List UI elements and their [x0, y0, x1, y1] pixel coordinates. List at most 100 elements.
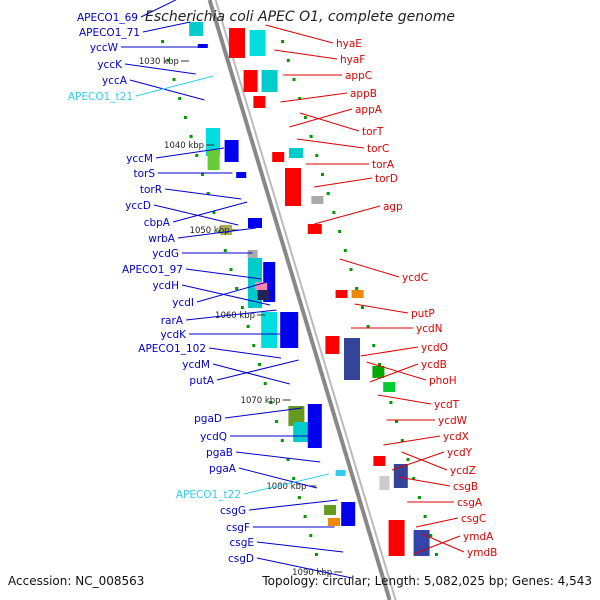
tick-track-left	[275, 420, 279, 423]
tick-track-left	[201, 173, 204, 176]
gene-label-left: yccK	[97, 59, 123, 71]
gene-leader-left	[208, 347, 282, 359]
tick-track-left	[235, 287, 239, 290]
gene-leader-left	[177, 227, 257, 239]
gene-feature	[236, 172, 247, 178]
gene-leader-right	[377, 394, 432, 405]
gene-feature	[272, 152, 285, 162]
tick-track-right	[292, 78, 296, 81]
gene-feature	[393, 464, 408, 488]
gene-label-left: csgE	[229, 537, 254, 549]
tick-track-right	[423, 515, 427, 518]
gene-label-right: appC	[345, 70, 372, 82]
gene-feature	[257, 290, 270, 300]
tick-track-left	[166, 59, 170, 62]
tick-track-left	[206, 192, 210, 195]
tick-track-right	[435, 553, 438, 556]
gene-feature	[344, 338, 360, 380]
gene-feature	[341, 502, 356, 526]
tick-track-left	[303, 515, 307, 518]
gene-label-left: yccM	[126, 153, 153, 165]
gene-label-right: ycdZ	[450, 465, 476, 477]
tick-track-left	[172, 78, 176, 81]
tick-track-left	[269, 401, 273, 404]
tick-track-right	[343, 249, 347, 252]
accession-label: Accession: NC_008563	[8, 574, 145, 588]
gene-label-right: putP	[411, 308, 435, 320]
gene-label-left: pgaB	[206, 447, 233, 459]
gene-leader-left	[238, 467, 318, 489]
tick-track-right	[378, 363, 381, 366]
gene-leader-right	[313, 177, 373, 188]
tick-track-left	[252, 344, 256, 347]
tick-track-left	[240, 306, 244, 309]
tick-track-right	[400, 439, 404, 442]
gene-feature	[307, 404, 322, 448]
gene-leader-right	[289, 108, 353, 128]
gene-feature	[373, 456, 386, 466]
gene-label-right: torD	[375, 173, 398, 185]
gene-leader-left	[212, 363, 290, 385]
tick-track-left	[223, 249, 227, 252]
tick-track-right	[417, 496, 421, 499]
gene-label-left: torR	[140, 184, 162, 196]
gene-leader-right	[274, 49, 338, 60]
gene-leader-right	[280, 92, 348, 103]
gene-label-left: pgaD	[194, 413, 222, 425]
tick-track-left	[178, 97, 182, 100]
gene-leader-left	[140, 0, 177, 18]
gene-label-right: torA	[372, 159, 395, 171]
tick-track-right	[360, 306, 364, 309]
gene-feature	[372, 366, 385, 378]
gene-label-left: wrbA	[148, 233, 176, 245]
gene-feature	[280, 312, 299, 348]
gene-leader-left	[124, 63, 196, 75]
tick-track-left	[258, 363, 261, 366]
tick-track-right	[366, 325, 370, 328]
gene-leader-right	[296, 138, 365, 149]
gene-label-right: hyaE	[336, 38, 362, 50]
tick-track-left	[218, 230, 222, 233]
gene-label-right: ymdB	[467, 547, 497, 559]
tick-track-left	[183, 116, 187, 119]
tick-track-right	[303, 116, 307, 119]
gene-feature	[311, 196, 324, 204]
gene-label-left: APECO1_102	[138, 343, 206, 355]
gene-label-left: csgF	[226, 522, 250, 534]
gene-label-right: torC	[367, 143, 389, 155]
gene-leader-left	[216, 359, 299, 381]
gene-leader-right	[392, 451, 445, 471]
gene-feature	[229, 28, 245, 58]
backbone-line-inner	[214, 0, 397, 600]
gene-leader-left	[248, 499, 338, 511]
kbp-tick-label: 1040 kbp	[164, 141, 204, 151]
gene-leader-left	[181, 284, 271, 306]
gene-leader-right	[265, 24, 334, 44]
gene-leader-right	[339, 258, 400, 278]
tick-track-right	[389, 401, 393, 404]
tick-track-right	[355, 287, 359, 290]
tick-track-right	[429, 534, 433, 537]
gene-leader-right	[415, 517, 459, 528]
gene-label-left: APECO1_t22	[176, 489, 241, 501]
gene-label-left: ycdG	[152, 248, 179, 260]
tick-track-left	[212, 211, 216, 214]
gene-label-left: rarA	[161, 315, 184, 327]
tick-track-left	[292, 477, 296, 480]
gene-leader-right	[413, 535, 461, 555]
tick-track-right	[372, 344, 376, 347]
gene-label-left: cbpA	[144, 217, 171, 229]
gene-feature	[383, 382, 396, 392]
gene-label-left: csgD	[228, 553, 254, 565]
tick-track-right	[338, 230, 342, 233]
gene-leader-left	[172, 201, 248, 223]
kbp-tick-label: 1090 kbp	[292, 568, 332, 578]
gene-label-left: APECO1_t21	[68, 91, 133, 103]
gene-label-left: APECO1_71	[79, 27, 140, 39]
tick-track-left	[189, 135, 193, 138]
gene-feature	[207, 150, 220, 170]
gene-leader-left	[196, 281, 268, 303]
gene-label-right: appA	[355, 104, 383, 116]
gene-feature	[289, 148, 303, 158]
gene-feature	[379, 476, 390, 490]
